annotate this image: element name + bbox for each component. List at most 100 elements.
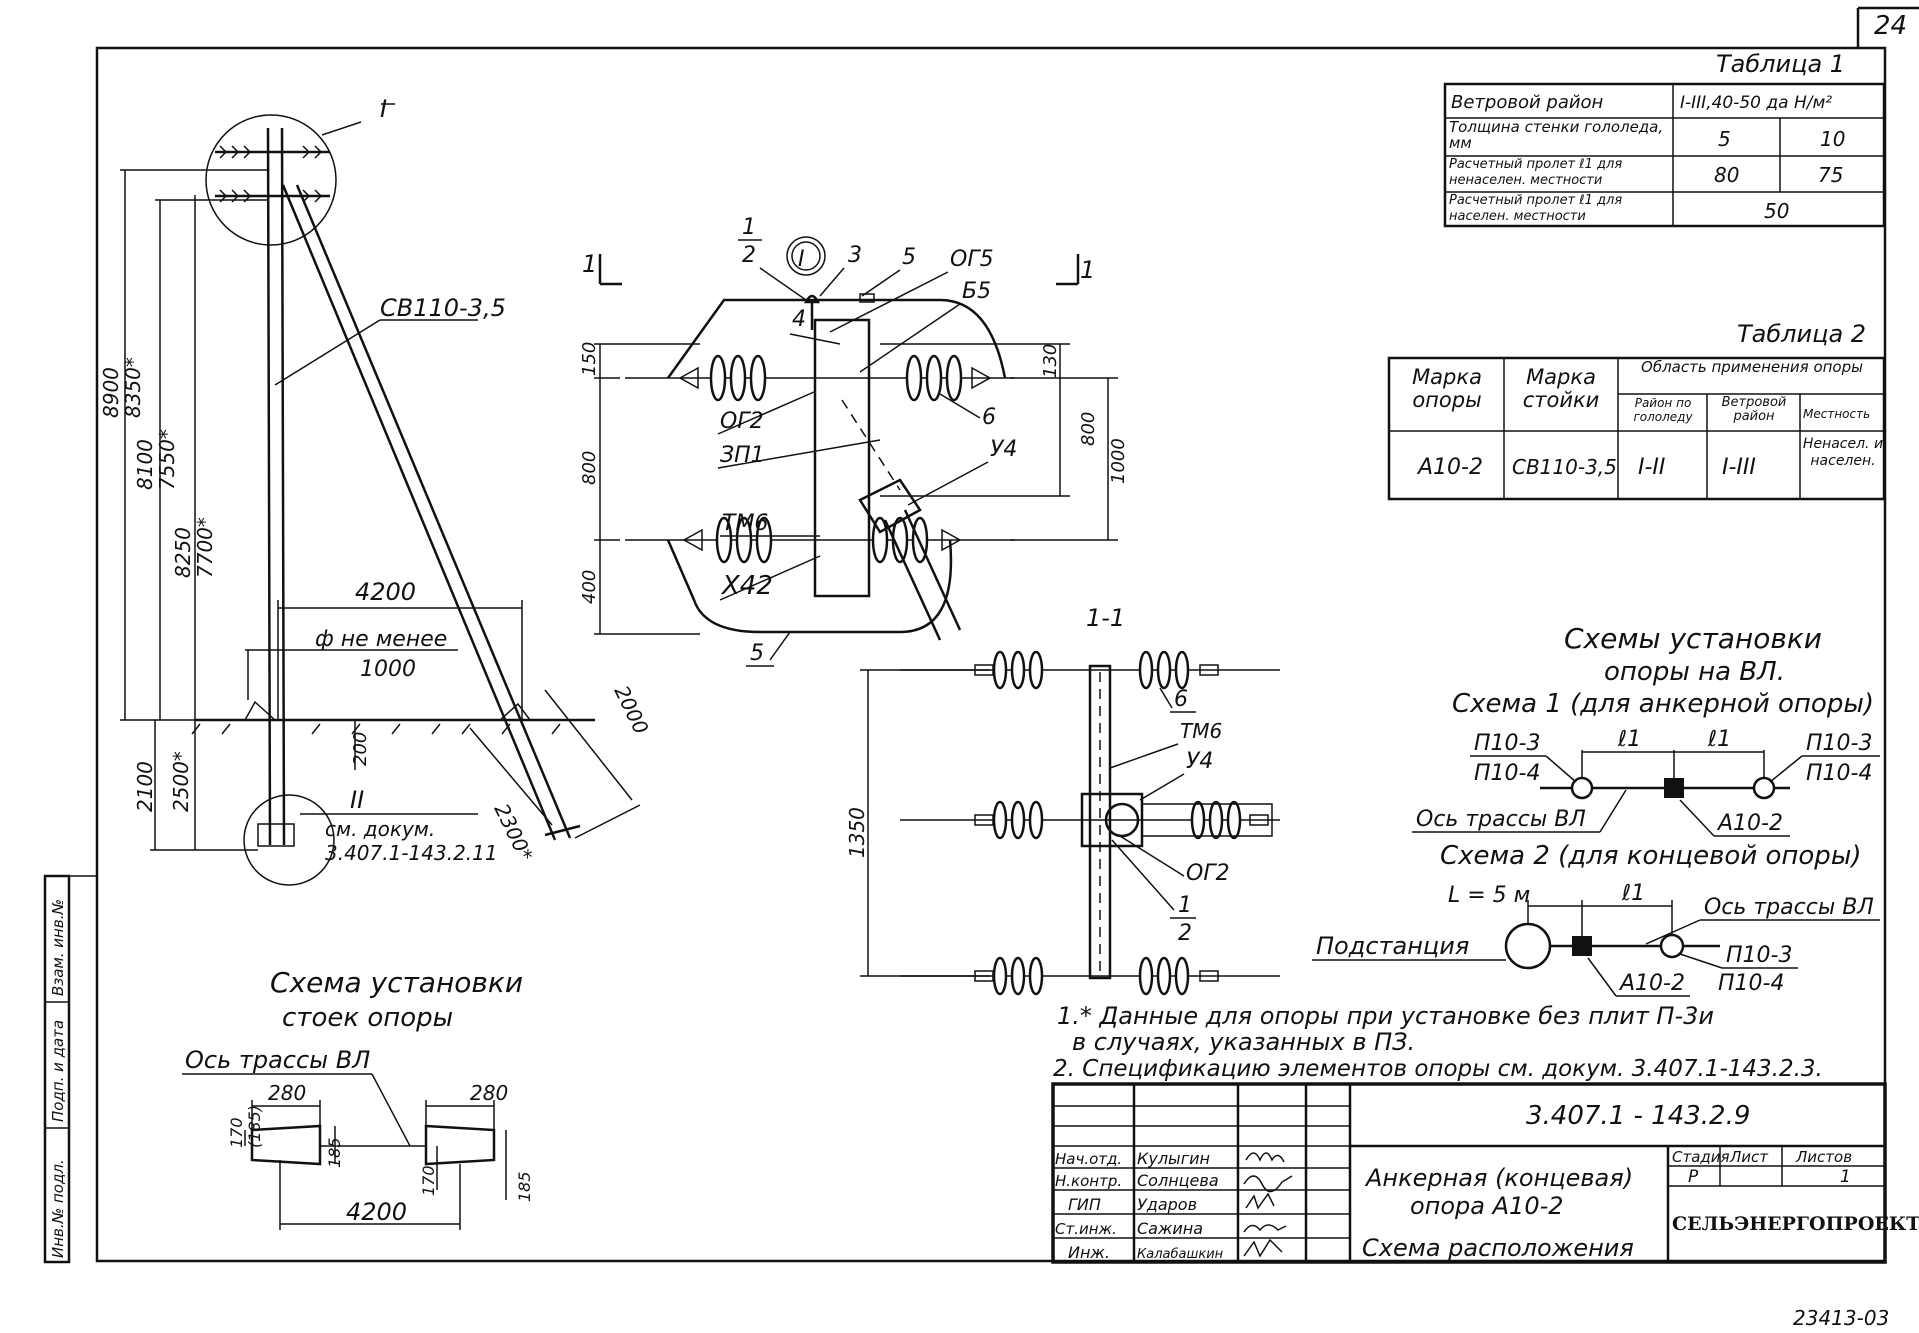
node-label-4: 4 bbox=[792, 307, 806, 332]
name-3: Сажина bbox=[1137, 1219, 1203, 1238]
scheme2-L5: L = 5 м bbox=[1448, 883, 1530, 908]
section-mark-right: 1 bbox=[1080, 256, 1095, 284]
section-label-u4: У4 bbox=[1186, 749, 1213, 774]
table2-title: Таблица 2 bbox=[1737, 320, 1866, 348]
node-label-3: 3 bbox=[848, 243, 862, 268]
posts-dim-4200: 4200 bbox=[346, 1198, 407, 1226]
posts-axis: Ось трассы ВЛ bbox=[185, 1046, 370, 1074]
dim-2000: 2000 bbox=[610, 682, 654, 738]
note-2: 2. Спецификацию элементов опоры см. доку… bbox=[1053, 1056, 1823, 1082]
t2-header-post: Марка стойки bbox=[1522, 366, 1600, 412]
posts-scheme: Схема установки стоек опоры Ось трассы В… bbox=[182, 966, 534, 1230]
node-dim-150: 150 bbox=[579, 342, 600, 376]
posts-dim-185b: 185 bbox=[325, 1137, 344, 1168]
archive-number: 23413-03 bbox=[1793, 1306, 1889, 1330]
t1-row3-label: Расчетный пролет ℓ1 для ненаселен. местн… bbox=[1449, 157, 1623, 188]
title-block: Нач.отд. Н.контр. ГИП Ст.инж. Инж. Кулыг… bbox=[1051, 1082, 1919, 1264]
dim-8250: 8250 bbox=[171, 527, 195, 578]
scheme1-p103-right: П10-3 bbox=[1806, 731, 1872, 756]
posts-dim-170a: 170 bbox=[227, 1117, 246, 1148]
stamp-replace-inv: Взам. инв.№ bbox=[49, 899, 67, 996]
name-4: Калабашкин bbox=[1137, 1247, 1224, 1262]
schemes: Схемы установки опоры на ВЛ. Схема 1 (дл… bbox=[1312, 622, 1880, 997]
scheme2-a102: А10-2 bbox=[1618, 971, 1685, 996]
name-1: Солнцева bbox=[1137, 1171, 1219, 1190]
t2-post: СВ110-3,5 bbox=[1512, 455, 1617, 479]
t1-row3-val2: 75 bbox=[1818, 163, 1843, 187]
scheme1-p103-left: П10-3 bbox=[1474, 731, 1540, 756]
ref-doc-line1: см. докум. bbox=[325, 817, 435, 841]
t1-row2-label: Толщина стенки гололеда, мм bbox=[1449, 119, 1664, 152]
t1-row2-val2: 10 bbox=[1820, 127, 1845, 151]
dim-7700: 7700* bbox=[193, 517, 217, 578]
scheme2-axis: Ось трассы ВЛ bbox=[1704, 895, 1874, 920]
sheet-label: Лист bbox=[1729, 1148, 1769, 1166]
posts-title-2: стоек опоры bbox=[282, 1003, 453, 1033]
role-2: ГИП bbox=[1068, 1195, 1101, 1214]
node-label-og5: ОГ5 bbox=[950, 247, 994, 272]
node-dim-130: 130 bbox=[1040, 344, 1061, 378]
node-label-5b: 5 bbox=[750, 641, 764, 666]
doc-code: 3.407.1 - 143.2.9 bbox=[1526, 1101, 1750, 1131]
dim-8100: 8100 bbox=[133, 439, 157, 490]
posts-dim-170b: 170 bbox=[419, 1165, 438, 1196]
t2-terrain: Ненасел. и населен. bbox=[1802, 436, 1884, 469]
node-label-6: 6 bbox=[982, 405, 996, 430]
schemes-title-1: Схемы установки bbox=[1564, 622, 1822, 655]
name-0: Кулыгин bbox=[1137, 1149, 1210, 1168]
sheets-value: 1 bbox=[1840, 1167, 1851, 1187]
scheme1-p104-left: П10-4 bbox=[1474, 761, 1540, 786]
title-line1: Анкерная (концевая) bbox=[1364, 1164, 1633, 1192]
scheme1-title: Схема 1 (для анкерной опоры) bbox=[1452, 689, 1874, 719]
t1-row3-val1: 80 bbox=[1714, 163, 1739, 187]
section-dim-1350: 1350 bbox=[845, 807, 869, 858]
detail-circle-ii bbox=[243, 794, 335, 886]
t1-row1-value: I-III,40-50 да Н/м² bbox=[1680, 93, 1832, 113]
role-4: Инж. bbox=[1068, 1243, 1110, 1262]
t2-header-ice: Район по гололеду bbox=[1633, 396, 1693, 424]
section-label-1: 1 bbox=[1178, 893, 1192, 918]
circle-ii-label: II bbox=[350, 786, 364, 814]
t2-header-terrain: Местность bbox=[1803, 407, 1870, 421]
scheme2-l1: ℓ1 bbox=[1621, 881, 1645, 906]
scheme1-l1-b: ℓ1 bbox=[1707, 727, 1731, 752]
section-label-6: 6 bbox=[1174, 687, 1188, 712]
dim-2500: 2500* bbox=[169, 751, 193, 812]
notes: 1.* Данные для опоры при установке без п… bbox=[1053, 1002, 1823, 1082]
scheme2-substation: Подстанция bbox=[1316, 932, 1469, 960]
node-label-1: 1 bbox=[742, 215, 756, 240]
node-dim-1000: 1000 bbox=[1108, 438, 1129, 484]
t1-row2-val1: 5 bbox=[1718, 127, 1731, 151]
t2-support: А10-2 bbox=[1416, 455, 1483, 480]
dim-8900: 8900 bbox=[99, 367, 123, 418]
org-name: СЕЛЬЭНЕРГОПРОЕКТ bbox=[1672, 1213, 1919, 1235]
title-line3: Схема расположения bbox=[1362, 1234, 1634, 1262]
posts-dim-280b: 280 bbox=[470, 1081, 508, 1105]
posts-dim-185a: (185) bbox=[245, 1105, 264, 1148]
sheets-label: Листов bbox=[1795, 1148, 1852, 1166]
detail-circle-i bbox=[205, 114, 337, 246]
section-insulators bbox=[974, 650, 1269, 996]
node-view: 1 1 bbox=[579, 215, 1129, 667]
t2-header-wind: Ветровой район bbox=[1721, 396, 1787, 424]
role-3: Ст.инж. bbox=[1055, 1220, 1117, 1238]
stage-label: Стадия bbox=[1672, 1148, 1730, 1166]
side-view: I СВ110-3,5 8900 8350* 8100 7550* 8250 bbox=[99, 95, 654, 886]
t2-header-area: Область применения опоры bbox=[1641, 359, 1863, 376]
table-1: Таблица 1 Ветровой район I-III,40-50 да … bbox=[1443, 50, 1886, 228]
node-dim-400: 400 bbox=[579, 570, 600, 604]
title-line2: опора А10-2 bbox=[1410, 1192, 1564, 1220]
node-label-tm6: ТМ6 bbox=[722, 511, 768, 536]
dim-4200: 4200 bbox=[355, 578, 416, 606]
circle-i-label: I bbox=[380, 95, 387, 123]
stamp-sign-date: Подп. и дата bbox=[49, 1020, 67, 1122]
signatures bbox=[1243, 1152, 1293, 1258]
section-title: 1-1 bbox=[1086, 604, 1125, 632]
section-mark-left: 1 bbox=[582, 250, 597, 278]
strut-post bbox=[281, 184, 557, 841]
stamp-inv-podl: Инв.№ подл. bbox=[49, 1159, 67, 1258]
posts-dim-185c: 185 bbox=[515, 1171, 534, 1202]
node-circle-label: I bbox=[798, 247, 805, 272]
node-label-5: 5 bbox=[902, 245, 916, 270]
